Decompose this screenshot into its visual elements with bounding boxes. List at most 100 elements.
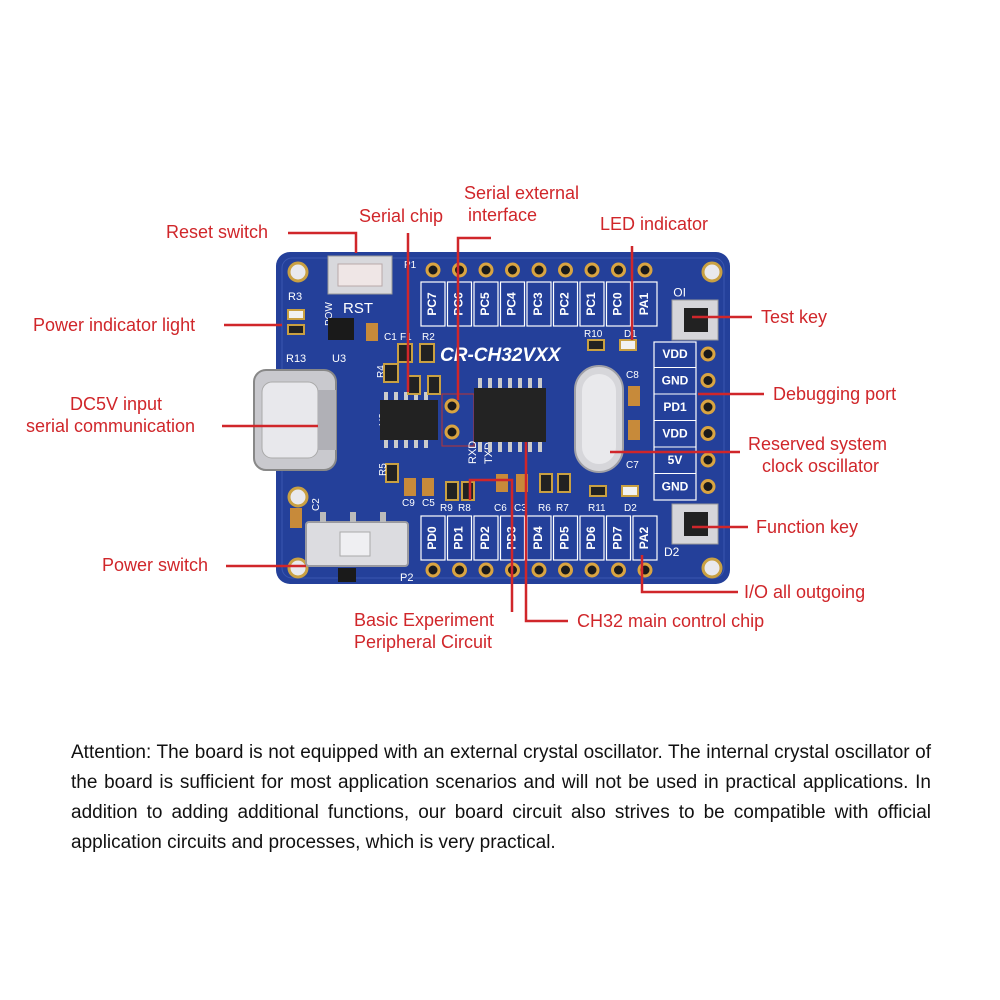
debug-label-vdd: VDD: [662, 427, 688, 441]
mounting-hole: [287, 557, 309, 579]
bottom-pin-pad-pd1: [452, 562, 467, 578]
board-model: CR-CH32VXX: [440, 345, 562, 366]
serial-chip: [380, 392, 438, 448]
top-pin-box: [605, 281, 632, 327]
resistor: [445, 481, 459, 501]
ref-u3: U3: [332, 353, 346, 365]
callout-dc5v-2: serial communication: [26, 416, 196, 436]
ref-r7: R7: [556, 503, 569, 514]
top-pin-pad-pc5: [478, 262, 494, 278]
ref-r2: R2: [422, 332, 435, 343]
callout-io-outgoing: I/O all outgoing: [744, 582, 866, 602]
ref-p2: P2: [400, 572, 413, 584]
bottom-pin-box: [446, 515, 473, 561]
top-pin-label-pc4: PC4: [505, 292, 519, 316]
top-pin-pad-pc1: [584, 262, 600, 278]
ref-f1: F1: [400, 332, 412, 343]
debug-label-pd1: PD1: [663, 400, 687, 414]
callout-debug-port: Debugging port: [773, 384, 897, 404]
ref-c3: C3: [514, 503, 527, 514]
usb-c-mount: [318, 390, 336, 450]
leader-lines: [222, 231, 764, 623]
top-pin-box: [552, 281, 579, 327]
callout-function-key: Function key: [756, 517, 859, 537]
test-key[interactable]: [684, 308, 708, 332]
debug-pad-5v: [700, 452, 716, 468]
mounting-hole: [701, 557, 723, 579]
bottom-pin-label-pd6: PD6: [584, 526, 598, 550]
bottom-pin-pad-pd0: [425, 562, 441, 578]
top-pin-pad-pc2: [558, 262, 573, 278]
callout-main-chip: CH32 main control chip: [577, 611, 765, 631]
resistor: [539, 473, 553, 493]
top-pin-box: [526, 281, 552, 327]
resistor-r4: [383, 363, 399, 383]
ref-p1: P1: [404, 260, 417, 271]
ref-io: IO: [673, 285, 686, 299]
tx-pad: [444, 424, 460, 440]
bottom-pin-pad-pd2: [478, 562, 494, 578]
debug-pad-gnd: [700, 373, 716, 388]
callout-serial-chip: Serial chip: [359, 206, 444, 226]
ref-c7: C7: [626, 460, 639, 471]
bottom-pin-label-pd4: PD4: [531, 526, 545, 550]
bottom-pin-label-pd5: PD5: [558, 526, 572, 550]
bottom-pin-label-pa2: PA2: [637, 526, 651, 549]
switch-pin: [320, 512, 326, 522]
resistor: [427, 375, 441, 395]
ref-r10: R10: [584, 329, 603, 340]
bottom-pin-box: [579, 515, 605, 561]
resistor-r10: [587, 339, 605, 351]
function-key[interactable]: [684, 512, 708, 536]
top-pin-label-pc0: PC0: [611, 292, 625, 316]
ref-r13: R13: [286, 353, 306, 365]
top-pin-box: [446, 281, 473, 327]
top-pin-box: [473, 281, 499, 327]
callout-test-key: Test key: [761, 307, 828, 327]
bottom-pin-box: [420, 515, 446, 561]
bottom-pin-box: [473, 515, 499, 561]
top-pin-box: [420, 281, 446, 327]
top-pin-pad-pc0: [611, 262, 626, 278]
top-pin-label-pc1: PC1: [584, 292, 598, 316]
top-pin-label-pa1: PA1: [637, 292, 651, 315]
bottom-pin-box: [605, 515, 632, 561]
ref-r5: R5: [378, 463, 389, 476]
bottom-pin-pad-pd4: [531, 562, 547, 578]
callout-dc5v-1: DC5V input: [69, 394, 163, 414]
usb-c-port: [261, 381, 319, 459]
bottom-pin-pad-pd6: [584, 562, 600, 578]
resistor-r2: [419, 343, 435, 363]
callout-basic-exp-1: Basic Experiment: [354, 610, 495, 630]
rx-pad: [444, 398, 460, 414]
reset-button[interactable]: [337, 263, 383, 287]
bottom-pin-pad-pd5: [558, 562, 573, 578]
ref-c8: C8: [626, 370, 639, 381]
mounting-hole: [287, 261, 309, 283]
ref-d2: D2: [624, 503, 637, 514]
led-d1: [619, 339, 637, 351]
debug-label-gnd: GND: [662, 480, 689, 494]
ref-d1: D1: [624, 329, 637, 340]
top-pin-box: [579, 281, 605, 327]
attention-note: Attention: The board is not equipped wit…: [71, 742, 931, 853]
top-pin-label-pc3: PC3: [531, 292, 545, 316]
resistor-r13: [287, 324, 305, 335]
debug-pad-gnd: [700, 479, 716, 494]
resistor: [557, 473, 571, 493]
capacitor-c7: [628, 420, 640, 440]
top-pin-label-pc7: PC7: [425, 292, 439, 316]
ref-r11: R11: [588, 503, 606, 514]
callout-reserved-osc-1: Reserved system: [748, 434, 888, 454]
mounting-hole: [701, 261, 723, 283]
power-led: [287, 309, 305, 320]
debug-label-5v: 5V: [668, 453, 683, 467]
ref-c2: C2: [311, 498, 322, 511]
callout-serial-ext-2: interface: [468, 205, 538, 225]
rst-label: RST: [343, 300, 373, 317]
resistor: [385, 463, 399, 483]
callout-power-switch: Power switch: [102, 555, 209, 575]
ref-c9: C9: [402, 498, 415, 509]
